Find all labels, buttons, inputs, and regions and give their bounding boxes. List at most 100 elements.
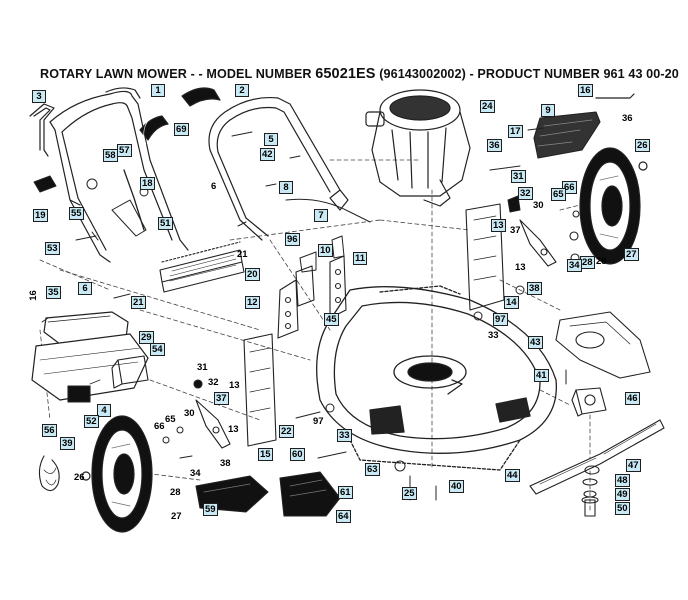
label-27-left: 27 (171, 511, 182, 522)
diagram-title: ROTARY LAWN MOWER - - MODEL NUMBER 65021… (40, 66, 680, 82)
callout-40: 40 (449, 480, 464, 493)
callout-35: 35 (46, 286, 61, 299)
callout-64: 64 (336, 510, 351, 523)
callout-36: 36 (487, 139, 502, 152)
callout-51: 51 (158, 217, 173, 230)
callout-4: 4 (97, 404, 111, 417)
discharge-cover-part (555, 311, 651, 379)
callout-59: 59 (203, 503, 218, 516)
callout-97: 97 (493, 313, 508, 326)
title-model-number: 65021ES (315, 66, 376, 82)
label-13-left: 13 (229, 380, 240, 391)
callout-96: 96 (285, 233, 300, 246)
label-6: 6 (211, 181, 217, 192)
callout-41: 41 (534, 369, 549, 382)
callout-58: 58 (103, 149, 118, 162)
lower-handle-part (208, 96, 349, 241)
label-66: 66 (154, 421, 165, 432)
rear-wheel-left-part (81, 415, 153, 533)
label-30-left: 30 (184, 408, 195, 419)
mower-blade-part (529, 419, 665, 495)
callout-61: 61 (338, 486, 353, 499)
label-28-left: 28 (170, 487, 181, 498)
callout-39: 39 (60, 437, 75, 450)
callout-66: 66 (562, 181, 577, 194)
label-36-top: 36 (622, 113, 633, 124)
label-32: 32 (208, 377, 219, 388)
label-13-lower: 13 (228, 424, 239, 435)
battery-part (67, 355, 149, 403)
callout-38: 38 (527, 282, 542, 295)
callout-55: 55 (69, 207, 84, 220)
spring-part (38, 455, 60, 492)
callout-47: 47 (626, 459, 641, 472)
rear-flap-part (533, 111, 601, 159)
callout-52: 52 (84, 415, 99, 428)
callout-7: 7 (314, 209, 328, 222)
callout-26: 26 (635, 139, 650, 152)
label-31: 31 (197, 362, 208, 373)
callout-46: 46 (625, 392, 640, 405)
title-suffix: (96143002002) - PRODUCT NUMBER 961 43 00… (379, 67, 679, 81)
label-33: 33 (488, 330, 499, 341)
callout-49: 49 (615, 488, 630, 501)
callout-22: 22 (279, 425, 294, 438)
callout-50: 50 (615, 502, 630, 515)
callout-34: 34 (567, 259, 582, 272)
handle-grip-part (139, 87, 221, 145)
label-38: 38 (220, 458, 231, 469)
callout-18: 18 (140, 177, 155, 190)
callout-21: 21 (131, 296, 146, 309)
label-37: 37 (510, 225, 521, 236)
lever-rod-part (29, 103, 55, 157)
title-prefix: ROTARY LAWN MOWER - - MODEL NUMBER (40, 67, 312, 81)
callout-12: 12 (245, 296, 260, 309)
callout-45: 45 (324, 313, 339, 326)
callout-19: 19 (33, 209, 48, 222)
callout-43: 43 (528, 336, 543, 349)
callout-2: 2 (235, 84, 249, 97)
blade-adapter-part (571, 387, 607, 417)
label-21: 21 (237, 249, 248, 260)
label-13-right: 13 (515, 262, 526, 273)
callout-60: 60 (290, 448, 305, 461)
callout-3: 3 (32, 90, 46, 103)
callout-32: 32 (518, 187, 533, 200)
callout-20: 20 (245, 268, 260, 281)
callout-8: 8 (279, 181, 293, 194)
label-65: 65 (165, 414, 176, 425)
label-97: 97 (313, 416, 324, 427)
mower-deck-part (316, 285, 557, 471)
callout-10: 10 (318, 244, 333, 257)
callout-63: 63 (365, 463, 380, 476)
callout-44: 44 (505, 469, 520, 482)
callout-13: 13 (491, 219, 506, 232)
callout-48: 48 (615, 474, 630, 487)
blade-bolt-stack-part (581, 478, 599, 517)
callout-24: 24 (480, 100, 495, 113)
callout-11: 11 (353, 252, 368, 265)
callout-25: 25 (402, 487, 417, 500)
callout-57: 57 (117, 144, 132, 157)
label-26: 26 (74, 472, 85, 483)
label-16: 16 (27, 290, 39, 301)
callout-5: 5 (264, 133, 278, 146)
callout-53: 53 (45, 242, 60, 255)
label-30: 30 (533, 200, 544, 211)
fastener-parts (33, 127, 580, 501)
callout-56: 56 (42, 424, 57, 437)
callout-17: 17 (508, 125, 523, 138)
label-28-right: 28 (596, 256, 607, 267)
callout-33: 33 (337, 429, 352, 442)
height-adjuster-left-part (193, 333, 277, 449)
label-34: 34 (190, 468, 201, 479)
frame-bracket-part (159, 241, 245, 293)
callout-16: 16 (578, 84, 593, 97)
callout-54: 54 (150, 343, 165, 356)
height-adjuster-right-part (465, 203, 580, 311)
callout-42: 42 (260, 148, 275, 161)
callout-37: 37 (214, 392, 229, 405)
front-skirt-parts (195, 471, 341, 517)
control-cable-part (285, 198, 371, 223)
